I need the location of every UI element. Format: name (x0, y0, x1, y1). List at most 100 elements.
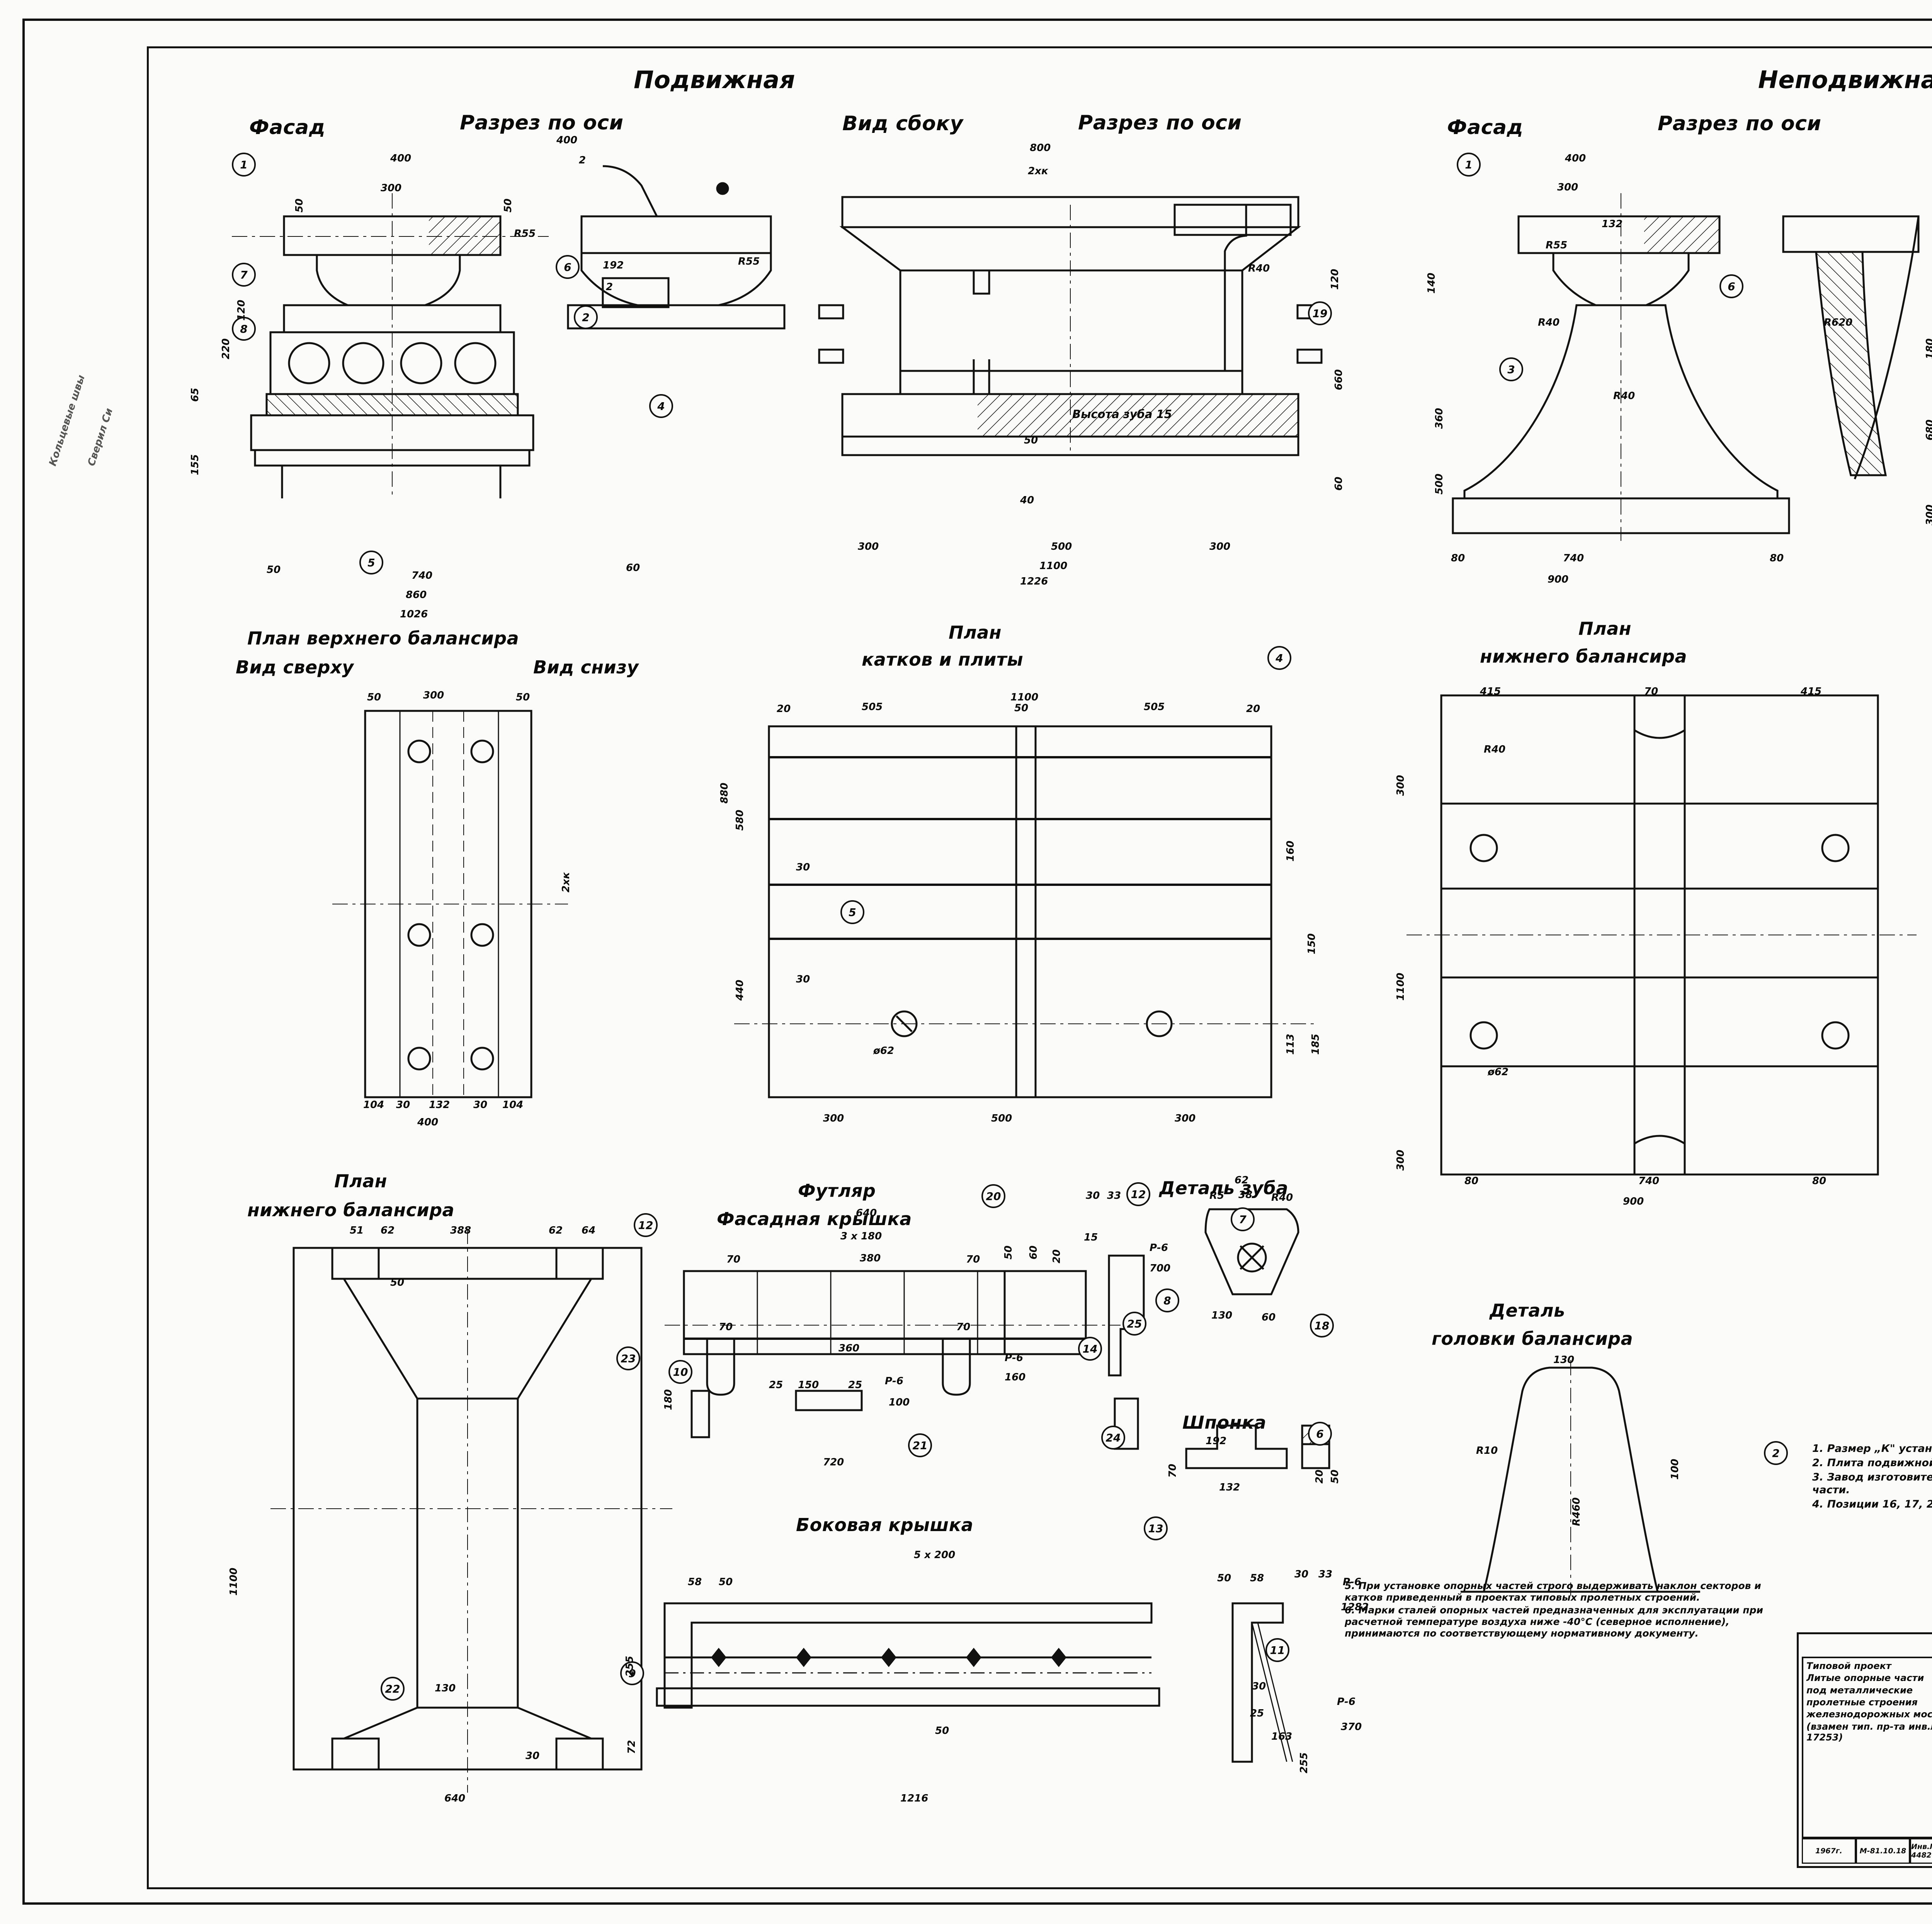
balloon-9: 9 (620, 1661, 644, 1685)
dim-R10: R10 (1476, 1445, 1498, 1457)
dim-70-d: 70 (956, 1321, 971, 1333)
dim-70-e: 70 (1167, 1463, 1179, 1478)
dim-160-b: 160 (1005, 1372, 1026, 1383)
dim-70-c: 70 (719, 1321, 733, 1333)
group-title-movable: Подвижная (634, 66, 795, 94)
dim-360: 360 (1434, 408, 1445, 429)
note-item-4: 4. Позиции 16, 17, 20, 22, 23 см. на лис… (1812, 1498, 1932, 1510)
view-title-facade-left: Фасад (249, 116, 326, 139)
dim-400-a: 400 (390, 153, 412, 164)
balloon-2b: 2 (1764, 1441, 1788, 1465)
dim-150-b: 150 (798, 1379, 819, 1391)
dim-20-c: 20 (1051, 1249, 1063, 1263)
dim-50-h: 50 (390, 1277, 405, 1288)
dim-140: 140 (1426, 272, 1437, 294)
balloon-10: 10 (668, 1360, 692, 1384)
dim-120: 120 (236, 299, 247, 321)
dim-880: 880 (719, 782, 730, 804)
dim-40-a: 40 (1020, 495, 1034, 506)
balloon-12: 12 (634, 1213, 658, 1237)
dim-500: 500 (1051, 541, 1072, 552)
dim-phi62: ø62 (873, 1045, 895, 1057)
view-title-section2-left: Разрез по оси (1078, 111, 1242, 134)
balloon-7: 7 (232, 263, 256, 287)
dim-388: 388 (450, 1225, 471, 1236)
plan-title-lower-balancer-right: План (1578, 618, 1632, 639)
dim-180: 180 (1924, 338, 1932, 359)
dim-30-h: 30 (1252, 1681, 1266, 1692)
dim-300-c: 300 (1209, 541, 1231, 552)
balloon-18: 18 (1310, 1314, 1334, 1338)
dim-50-e: 50 (367, 692, 381, 703)
dim-680: 680 (1924, 419, 1932, 440)
dim-380: 380 (860, 1253, 881, 1264)
balloon-24: 24 (1101, 1426, 1125, 1450)
plan-sub-bottom-view: Вид снизу (533, 657, 639, 678)
dim-60-c: 60 (1028, 1245, 1039, 1259)
dim-R55: R55 (738, 256, 760, 267)
dim-415-b: 415 (1801, 686, 1822, 697)
dim-50-b: 50 (502, 198, 514, 212)
dim-62-a: 62 (381, 1225, 395, 1236)
dim-130-b: 130 (1211, 1310, 1233, 1321)
project-line-2: Литые опорные части (1806, 1672, 1924, 1684)
sheet-border-inner (147, 46, 1932, 1889)
dim-400-d: 400 (417, 1117, 439, 1128)
sheet-border-outer (22, 19, 1932, 1905)
dim-155: 155 (189, 454, 201, 475)
dim-192: 192 (603, 260, 624, 271)
dim-640-b: 640 (856, 1207, 877, 1219)
revision-year: 1967г. (1802, 1838, 1856, 1864)
dim-163: 163 (1271, 1731, 1293, 1742)
balloon-4b: 4 (1267, 646, 1291, 670)
dim-255-a: 255 (624, 1655, 636, 1677)
dim-720: 720 (823, 1457, 844, 1468)
project-description: Типовой проект Литые опорные части под м… (1802, 1657, 1932, 1838)
dim-60-d: 60 (1262, 1312, 1276, 1323)
dim-130-a: 130 (435, 1683, 456, 1694)
note-item-2: 2. Плита подвижной опорной части может б… (1812, 1457, 1932, 1469)
dim-30-g: 30 (1294, 1569, 1309, 1580)
dim-132-b: 132 (429, 1099, 450, 1111)
dim-64: 64 (582, 1225, 596, 1236)
dim-33: 33 (1107, 1190, 1121, 1202)
dim-50-a: 50 (294, 198, 305, 212)
dim-70-b: 70 (966, 1254, 980, 1265)
dim-30-a: 30 (396, 1099, 410, 1111)
dim-500-c: 500 (991, 1113, 1012, 1124)
balloon-3: 3 (1499, 357, 1523, 381)
dim-50-m: 50 (1217, 1572, 1231, 1584)
dim-phi62-b: ø62 (1488, 1066, 1509, 1078)
dim-100-a: 100 (889, 1397, 910, 1408)
dim-100-b: 100 (1669, 1458, 1681, 1480)
project-line-6: (взамен тип. пр-та инв.№ 17253) (1806, 1721, 1932, 1743)
balloon-8: 8 (232, 317, 256, 341)
dim-400-c: 400 (1565, 153, 1586, 164)
annotation-tooth-height: Высота зуба 15 (1072, 408, 1172, 421)
dim-25-a: 25 (769, 1379, 783, 1391)
balloon-5: 5 (359, 551, 383, 574)
dim-220: 220 (220, 338, 232, 359)
dim-2hk-c: 2хк (560, 872, 572, 892)
dim-255-b: 255 (1298, 1752, 1310, 1773)
dim-505-a: 505 (862, 701, 883, 713)
plan-sub-lower-balancer-right: нижнего балансира (1480, 646, 1687, 667)
view-title-sideview-left: Вид сбоку (842, 112, 963, 135)
balloon-1b: 1 (1457, 153, 1481, 177)
balloon-5b: 5 (840, 900, 864, 924)
dim-80-a: 80 (1451, 552, 1465, 564)
dim-300-j: 300 (1175, 1113, 1196, 1124)
dim-104: 104 (363, 1099, 384, 1111)
dim-70-a: 70 (726, 1254, 741, 1265)
title-block: Министерство транспортного строительства… (1797, 1632, 1932, 1868)
plan-title-lower-balancer-left: План (334, 1171, 388, 1191)
dim-1282: 1282 (1341, 1601, 1369, 1613)
dim-30-d: 30 (796, 974, 810, 985)
balloon-11: 11 (1265, 1638, 1289, 1662)
detail-title-key: Шпонка (1182, 1412, 1267, 1433)
note-item-6: 6. Марки сталей опорных частей предназна… (1345, 1604, 1763, 1639)
dim-R40-c: R40 (1613, 390, 1635, 402)
dim-R460: R460 (1571, 1497, 1582, 1526)
dim-30-c: 30 (796, 862, 810, 873)
dim-900: 900 (1548, 574, 1569, 585)
